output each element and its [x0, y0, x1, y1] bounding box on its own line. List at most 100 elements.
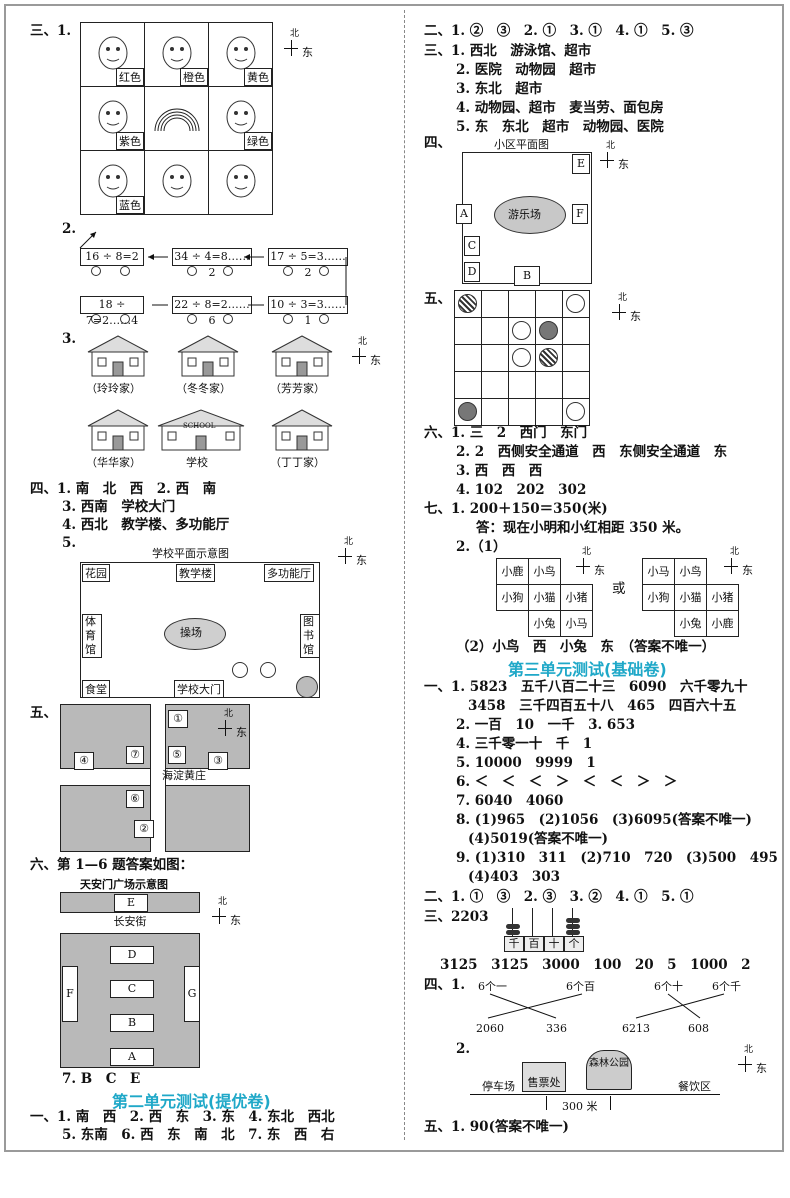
distance-label: 300 米 — [560, 1098, 600, 1116]
r7-part2: （2）小鸟 西 小兔 东 （答案不唯一） — [456, 639, 716, 655]
school-sign: SCHOOL — [183, 422, 216, 430]
t1-line: (4)403 303 — [468, 869, 561, 885]
train-car: 34 ÷ 4=8……2 — [172, 248, 252, 279]
community-label: C — [464, 236, 480, 256]
animal-name-cell: 小猪 — [560, 584, 593, 611]
tiananmen-label: A — [110, 1048, 154, 1066]
t1-line: 9. (1)310 311 (2)710 720 (3)500 495 — [456, 850, 778, 866]
train-wheel — [283, 314, 293, 324]
color-label: 黄色 — [244, 68, 272, 86]
color-label: 蓝色 — [116, 196, 144, 214]
school-map-label: 教学楼 — [176, 564, 215, 582]
house-label: 学校 — [186, 456, 208, 469]
animal-name-cell: 小狗 — [496, 584, 529, 611]
street-marker: ⑦ — [126, 746, 144, 764]
t1-line: 3458 三千四百五十八 465 四百六十五 — [468, 698, 737, 714]
r6-line: 2. 2 西侧安全通道 西 东侧安全通道 东 — [456, 444, 728, 460]
train-wheel — [187, 314, 197, 324]
animal-cell — [144, 150, 209, 215]
page-frame — [4, 4, 784, 1152]
train-car: 17 ÷ 5=3……2 — [268, 248, 348, 279]
compass-1: 北东 — [282, 29, 313, 64]
abacus-bead — [566, 930, 580, 935]
animal-name-cell: 小鹿 — [496, 558, 529, 585]
road-line — [470, 1094, 720, 1095]
grid-cell — [481, 317, 509, 345]
community-label: E — [572, 154, 590, 174]
grid-circle — [566, 402, 585, 421]
r7-line: 答：现在小明和小红相距 350 米。 — [476, 520, 690, 536]
abacus-rod — [572, 908, 573, 938]
compass-5: 北东 — [210, 897, 241, 932]
tiananmen-label: D — [110, 946, 154, 964]
abacus-rod — [552, 908, 553, 938]
grid-cell — [562, 398, 590, 426]
match-bottom: 6213 — [622, 1022, 650, 1035]
grid-cell — [535, 398, 563, 426]
train-wheel — [319, 266, 329, 276]
animal-drawing — [162, 36, 192, 70]
section-4-line3: 4. 西北 教学楼、多功能厅 — [62, 517, 230, 533]
changan-street — [60, 912, 200, 934]
grid-circle — [512, 321, 531, 340]
t1-line: 2. 一百 10 一千 3. 653 — [456, 717, 636, 733]
t-section3-line: 3125 3125 3000 100 20 5 1000 2 — [440, 957, 751, 973]
school-map-label: 花园 — [82, 564, 110, 582]
r3-line: 5. 东 东北 超市 动物园、医院 — [456, 119, 664, 135]
t1-line: (4)5019(答案不唯一) — [468, 831, 609, 847]
r3-line: 2. 医院 动物园 超市 — [456, 62, 597, 78]
train-wheel — [223, 314, 233, 324]
community-label: F — [572, 204, 588, 224]
community-label: D — [464, 262, 480, 282]
train-car: 16 ÷ 8=2 — [80, 248, 144, 266]
house-drawing — [87, 335, 149, 377]
tick — [546, 1096, 547, 1110]
grid-cell — [562, 317, 590, 345]
q3-number: 3. — [62, 331, 77, 347]
grid-cell — [454, 344, 482, 372]
section-6-text: 六、第 1—6 题答案如图： — [30, 857, 194, 873]
r6-line: 3. 西 西 西 — [456, 463, 543, 479]
q2-number: 2. — [62, 221, 77, 237]
community-map-title: 小区平面图 — [494, 138, 549, 151]
t1-line: 6. ＜ ＜ ＜ ＞ ＜ ＜ ＞ ＞ — [456, 774, 678, 790]
train-wheel — [319, 314, 329, 324]
r7-line: 2.（1） — [456, 539, 507, 555]
animal-cell — [144, 86, 209, 151]
section-5-number: 五、 — [30, 705, 57, 721]
grid-cell — [535, 371, 563, 399]
section-4-line1: 四、1. 南 北 西 2. 西 南 — [30, 481, 217, 497]
tiananmen-map-title: 天安门广场示意图 — [80, 878, 168, 891]
compass-2: 北东 — [350, 337, 381, 372]
color-label: 红色 — [116, 68, 144, 86]
section-4-line4: 5. — [62, 535, 77, 551]
compass-3: 北东 — [336, 537, 367, 572]
forest-park: 森林公园 — [586, 1050, 632, 1090]
train-wheel — [187, 266, 197, 276]
r6-line: 六、1. 三 2 西门 东门 — [424, 425, 588, 441]
road-label: 停车场 — [482, 1080, 515, 1093]
abacus-bead — [506, 930, 520, 935]
animal-drawing — [98, 164, 128, 198]
match-bottom: 336 — [546, 1022, 567, 1035]
q7-answer: 7. B C E — [62, 1071, 141, 1087]
color-label: 紫色 — [116, 132, 144, 150]
house-label: （丁丁家） — [270, 456, 325, 469]
animal-drawing — [226, 36, 256, 70]
tick — [610, 1096, 611, 1110]
train-wheel — [119, 314, 130, 324]
t-section2: 二、1. ① ③ 2. ③ 3. ② 4. ① 5. ① — [424, 889, 694, 905]
r-section4-number: 四、 — [424, 135, 451, 151]
color-label: 橙色 — [180, 68, 208, 86]
compass-7: 北东 — [610, 293, 641, 328]
school-map-label: 图书馆 — [300, 614, 320, 658]
grid-circle — [458, 402, 477, 421]
t1-line: 4. 三千零一十 千 1 — [456, 736, 593, 752]
grid-cell — [535, 290, 563, 318]
ticket-house: 售票处 — [522, 1062, 566, 1092]
animal-cell — [208, 150, 273, 215]
animal-name-cell: 小猪 — [706, 584, 739, 611]
animal-cell: 紫色 — [80, 86, 145, 151]
match-top: 6个一 — [478, 980, 507, 993]
match-top: 6个十 — [654, 980, 683, 993]
